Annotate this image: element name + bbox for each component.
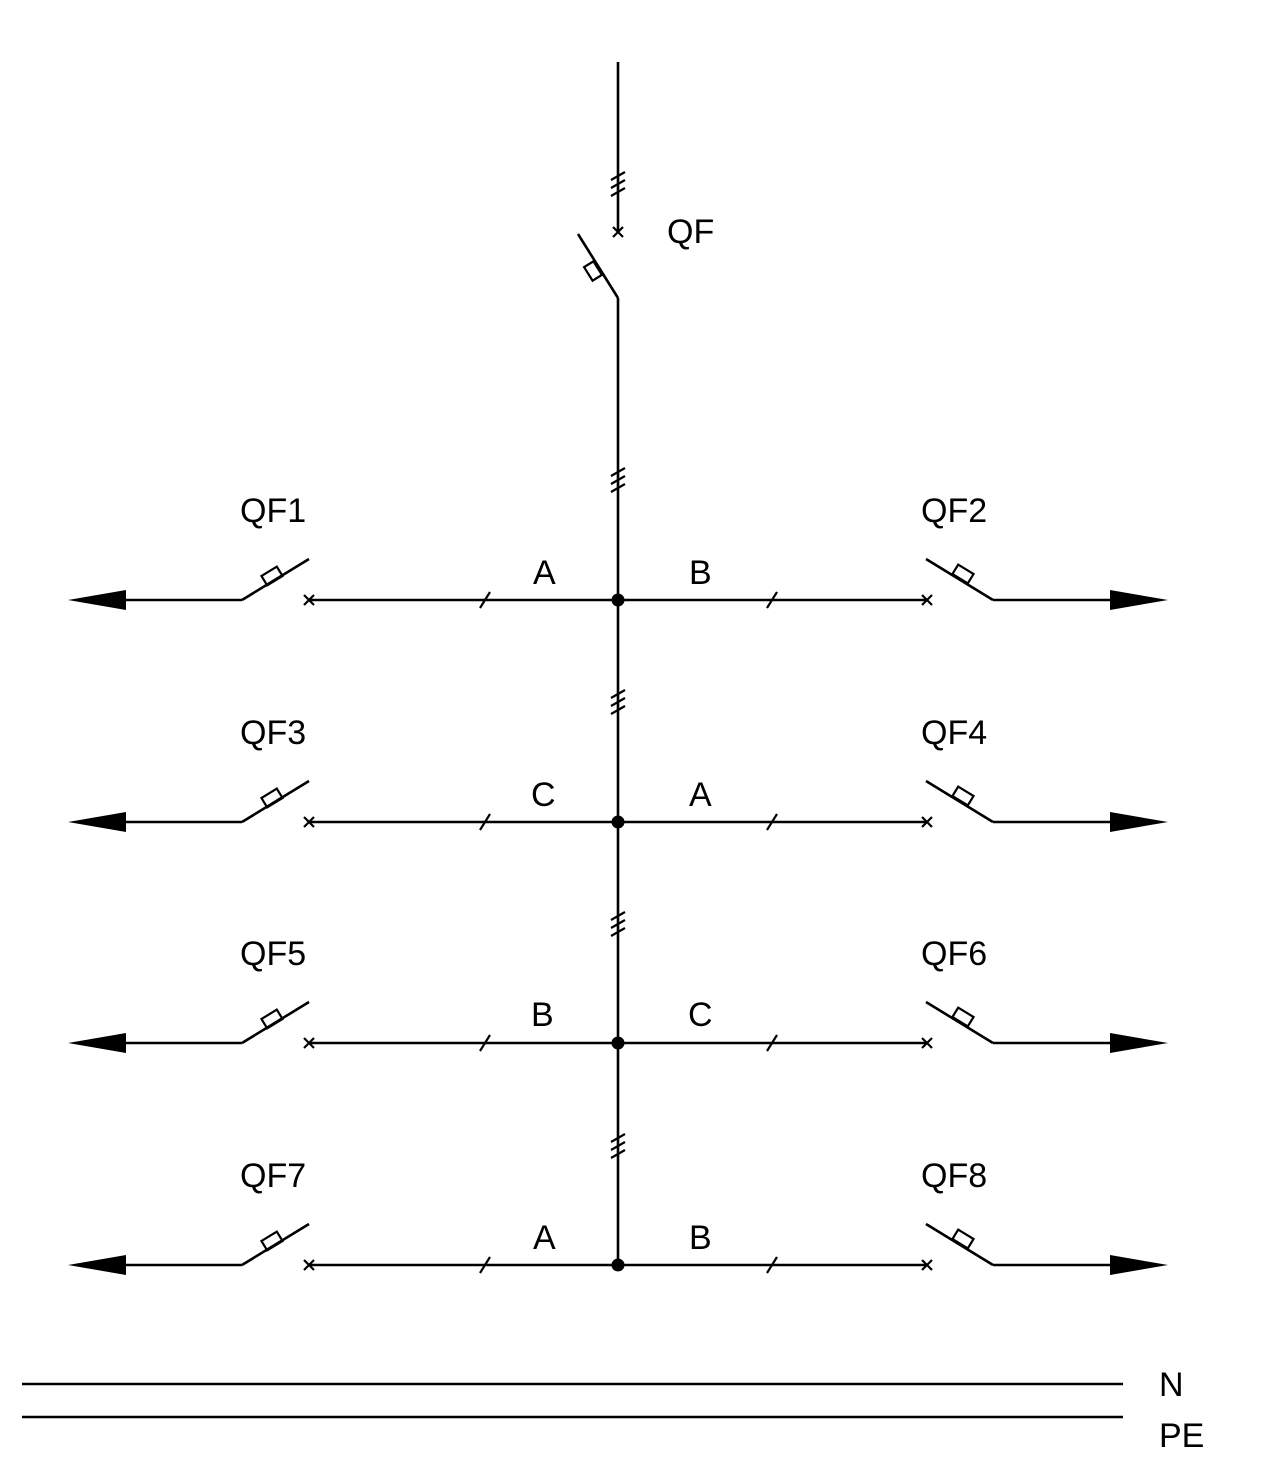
main-feeder: QF xyxy=(576,62,714,299)
feeder-row-2: QF3 QF4 C A xyxy=(68,714,1168,832)
right-breaker-label: QF2 xyxy=(921,492,987,530)
arrow-right-icon xyxy=(1110,1255,1168,1275)
single-phase-tick-icon xyxy=(766,591,778,609)
breaker-contact-x-icon xyxy=(921,1037,933,1049)
breaker-switch-icon xyxy=(925,557,994,602)
bus-tick-marks xyxy=(610,467,626,1159)
arrow-left-icon xyxy=(68,1255,126,1275)
three-phase-tick-icon xyxy=(610,171,626,197)
three-phase-tick-icon xyxy=(610,689,626,715)
breaker-switch-icon xyxy=(241,1000,310,1045)
main-breaker-label: QF xyxy=(667,213,714,251)
main-breaker-switch-icon xyxy=(576,233,620,299)
feeder-row-4: QF7 QF8 A B xyxy=(68,1157,1168,1275)
right-phase-label: B xyxy=(689,554,712,592)
breaker-switch-icon xyxy=(925,779,994,824)
neutral-bus: N xyxy=(22,1366,1184,1404)
arrow-left-icon xyxy=(68,590,126,610)
left-phase-label: A xyxy=(533,1219,556,1257)
single-phase-tick-icon xyxy=(766,1034,778,1052)
three-phase-tick-icon xyxy=(610,911,626,937)
breaker-contact-x-icon xyxy=(612,226,624,238)
right-phase-label: C xyxy=(688,996,713,1034)
breaker-switch-icon xyxy=(925,1222,994,1267)
breaker-switch-icon xyxy=(925,1000,994,1045)
protective-earth-bus: PE xyxy=(22,1415,1204,1455)
protective-earth-bus-label: PE xyxy=(1159,1417,1204,1455)
breaker-contact-x-icon xyxy=(921,816,933,828)
junction-dot-icon xyxy=(611,1036,625,1050)
single-phase-tick-icon xyxy=(479,813,491,831)
arrow-left-icon xyxy=(68,812,126,832)
single-phase-tick-icon xyxy=(479,591,491,609)
single-phase-tick-icon xyxy=(479,1256,491,1274)
arrow-right-icon xyxy=(1110,1033,1168,1053)
breaker-switch-icon xyxy=(241,557,310,602)
left-breaker-label: QF1 xyxy=(240,492,306,530)
right-breaker-label: QF8 xyxy=(921,1157,987,1195)
three-phase-tick-icon xyxy=(610,1133,626,1159)
right-phase-label: A xyxy=(689,776,712,814)
left-phase-label: A xyxy=(533,554,556,592)
breaker-contact-x-icon xyxy=(921,1259,933,1271)
feeder-row-3: QF5 QF6 B C xyxy=(68,935,1168,1053)
junction-dot-icon xyxy=(611,815,625,829)
breaker-switch-icon xyxy=(241,779,310,824)
three-phase-tick-icon xyxy=(610,467,626,493)
breaker-switch-icon xyxy=(241,1222,310,1267)
left-breaker-label: QF5 xyxy=(240,935,306,973)
single-phase-tick-icon xyxy=(479,1034,491,1052)
left-phase-label: B xyxy=(531,996,554,1034)
arrow-left-icon xyxy=(68,1033,126,1053)
right-breaker-label: QF6 xyxy=(921,935,987,973)
arrow-right-icon xyxy=(1110,812,1168,832)
single-phase-tick-icon xyxy=(766,1256,778,1274)
junction-dot-icon xyxy=(611,1258,625,1272)
single-phase-tick-icon xyxy=(766,813,778,831)
left-breaker-label: QF7 xyxy=(240,1157,306,1195)
left-breaker-label: QF3 xyxy=(240,714,306,752)
right-phase-label: B xyxy=(689,1219,712,1257)
right-breaker-label: QF4 xyxy=(921,714,987,752)
arrow-right-icon xyxy=(1110,590,1168,610)
breaker-contact-x-icon xyxy=(921,594,933,606)
neutral-bus-label: N xyxy=(1159,1366,1184,1404)
feeder-row-1: QF1 QF2 A B xyxy=(68,492,1168,610)
junction-dot-icon xyxy=(611,593,625,607)
left-phase-label: C xyxy=(531,776,556,814)
